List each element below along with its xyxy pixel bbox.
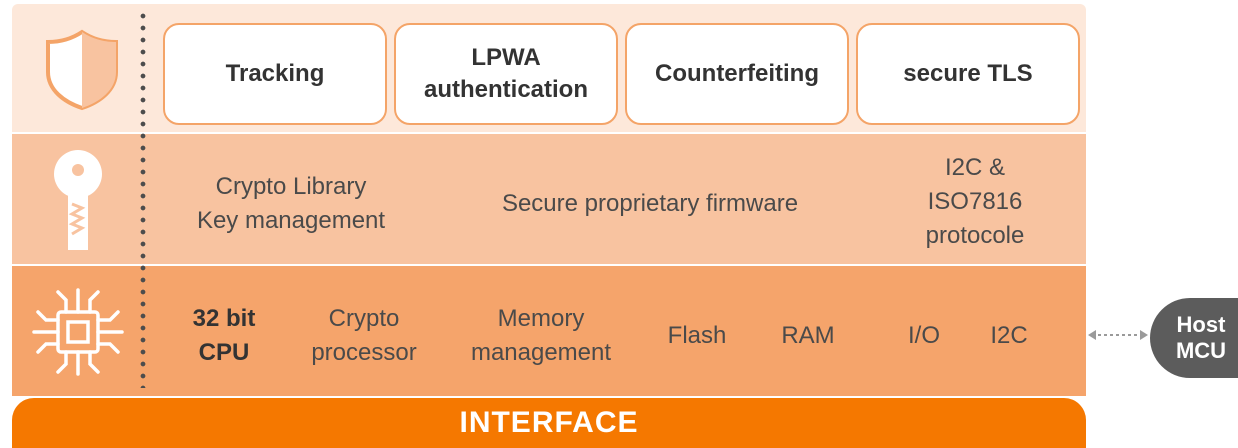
app-tracking: Tracking	[163, 23, 387, 125]
firmware-layer: Crypto Library Key management Secure pro…	[12, 134, 1086, 264]
shield-icon	[46, 29, 118, 111]
firmware-protocol: I2C & ISO7816 protocole	[925, 154, 1025, 249]
dotted-divider	[140, 10, 146, 388]
app-secure-tls: secure TLS	[856, 23, 1080, 125]
app-lpwa-authentication: LPWA authentication	[394, 23, 618, 125]
hardware-memory-management: Memory management	[470, 305, 612, 366]
hardware-i2c: I2C	[990, 322, 1028, 349]
hardware-crypto-processor: Crypto processor	[311, 305, 417, 366]
firmware-crypto-library: Crypto Library Key management	[196, 173, 386, 234]
host-mcu-badge: Host MCU	[1150, 298, 1238, 378]
hardware-ram: RAM	[781, 322, 835, 349]
firmware-proprietary: Secure proprietary firmware	[501, 190, 799, 217]
double-arrow-icon	[1088, 330, 1148, 340]
app-counterfeiting: Counterfeiting	[625, 23, 849, 125]
chip-icon	[32, 288, 124, 376]
applications-layer: Tracking LPWA authentication Counterfeit…	[12, 4, 1086, 132]
interface-bar: INTERFACE	[12, 398, 1086, 448]
hardware-io: I/O	[907, 322, 941, 349]
key-icon	[54, 150, 102, 250]
hardware-layer: 32 bit CPU Crypto processor Memory manag…	[12, 266, 1086, 396]
hardware-cpu: 32 bit CPU	[192, 305, 256, 366]
hardware-flash: Flash	[667, 322, 727, 349]
